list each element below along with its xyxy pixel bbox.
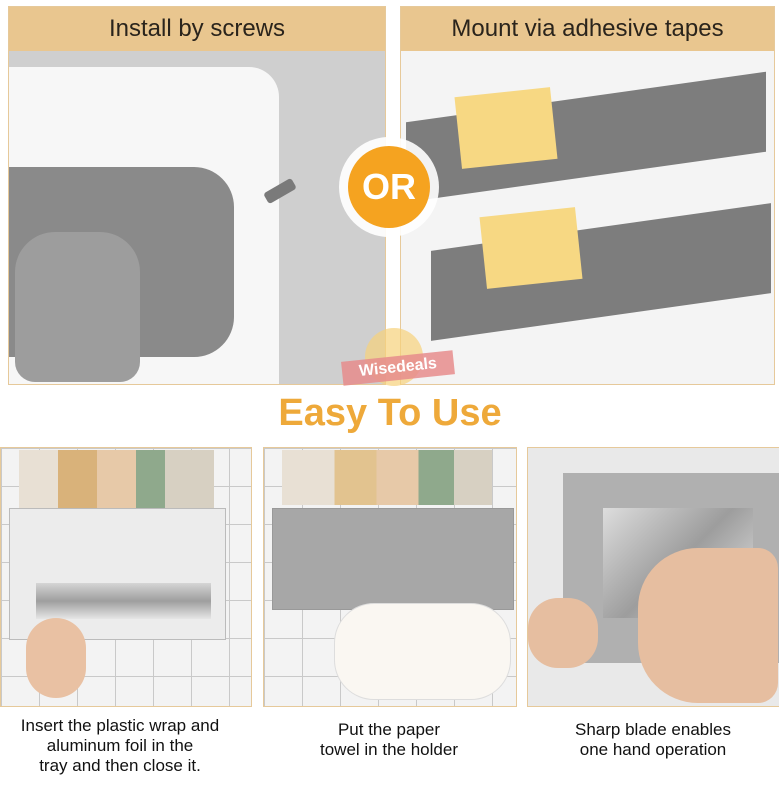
easy-to-use-tagline: Easy To Use (278, 392, 502, 434)
caption-step-1: Insert the plastic wrap and aluminum foi… (0, 716, 250, 776)
caption-line: tray and then close it. (39, 756, 201, 775)
or-label: OR (362, 166, 416, 207)
hand (26, 618, 86, 698)
step-3-photo (527, 447, 779, 707)
dispenser-handle (15, 232, 140, 382)
caption-line: Put the paper (337, 720, 441, 739)
panel-heading: Mount via adhesive tapes (401, 7, 774, 51)
shelf-bottles (19, 450, 214, 508)
adhesive-tape (479, 207, 583, 289)
adhesive-tapes-panel: Mount via adhesive tapes (400, 6, 775, 385)
hand (528, 598, 598, 668)
paper-towel-roll (334, 603, 511, 700)
caption-line: aluminum foil in the (46, 736, 194, 755)
install-by-screws-panel: Install by screws (8, 6, 386, 385)
dispenser (272, 508, 514, 610)
caption-line: Sharp blade enables (575, 720, 731, 739)
or-badge-circle: OR (348, 146, 430, 228)
caption-line: Insert the plastic wrap and (20, 716, 220, 735)
caption-line: towel in the holder (320, 740, 458, 759)
step-1-photo (0, 447, 252, 707)
caption-line: one hand operation (579, 740, 727, 759)
step-2-photo (263, 447, 517, 707)
foil-roll (36, 583, 211, 619)
caption-step-2: Put the paper towel in the holder (263, 720, 515, 760)
caption-step-3: Sharp blade enables one hand operation (527, 720, 779, 760)
panel-heading: Install by screws (9, 7, 385, 51)
adhesive-tape (454, 87, 558, 169)
shelf-bottles (282, 450, 492, 505)
hand (638, 548, 778, 703)
